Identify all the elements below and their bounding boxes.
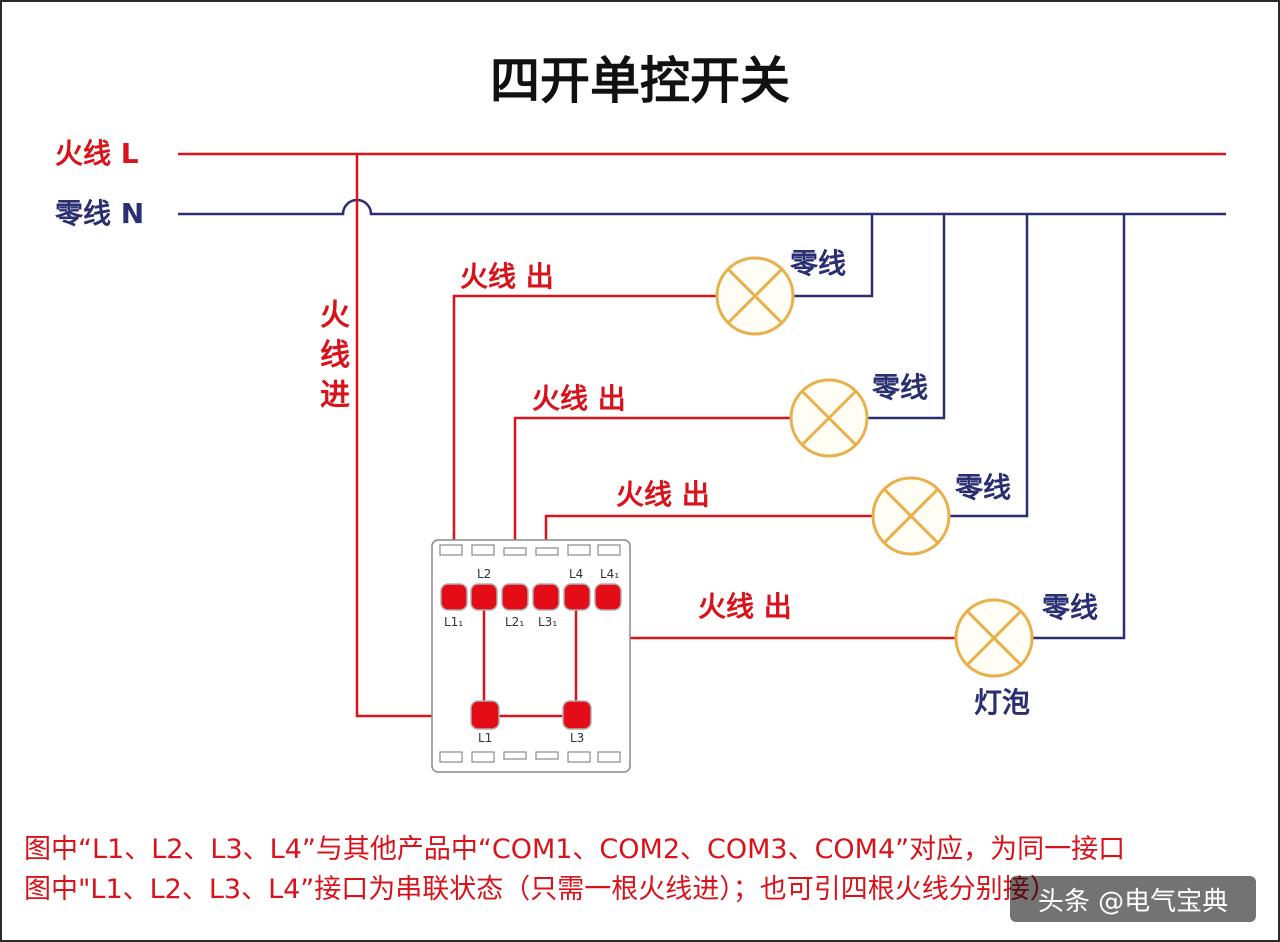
live-out-label-3: 火线 出 — [616, 478, 710, 511]
terminal-label-bottom-1: L1 — [478, 731, 492, 745]
diagram-title: 四开单控开关 — [490, 52, 790, 110]
live-line-label: 火线 L — [55, 137, 139, 170]
terminal-label-3: L2₁ — [505, 615, 524, 629]
neutral-wire-3 — [950, 214, 1029, 518]
bulb-label: 灯泡 — [974, 686, 1030, 719]
live-out-wire-2 — [513, 416, 790, 588]
four-gang-switch: L1₁ L2 L2₁ L3₁ L4 L4₁ L1 L3 — [431, 539, 631, 773]
live-in-label-char-3: 进 — [320, 378, 350, 413]
terminal-L4-top — [563, 583, 591, 611]
live-out-wire-1 — [452, 294, 716, 588]
watermark: 头条 @电气宝典 — [1010, 876, 1256, 922]
bulb-neutral-label-4: 零线 — [1042, 591, 1098, 624]
live-in-label-char-2: 线 — [320, 338, 350, 373]
terminal-L2-top — [470, 583, 498, 611]
live-out-label-2: 火线 出 — [532, 382, 626, 415]
terminal-label-1: L1₁ — [444, 615, 463, 629]
neutral-wire-4 — [1032, 214, 1126, 640]
neutral-line-label: 零线 N — [55, 197, 144, 230]
terminal-L2-out — [501, 583, 529, 611]
bulb-2 — [789, 378, 869, 458]
note-line-2: 图中"L1、L2、L3、L4”接口为串联状态（只需一根火线进）；也可引四根火线分… — [24, 874, 1057, 905]
live-out-label-4: 火线 出 — [698, 590, 792, 623]
terminal-L4-out — [594, 583, 622, 611]
watermark-text: 头条 @电气宝典 — [1038, 887, 1228, 917]
neutral-wire-1 — [794, 214, 874, 298]
bulb-3 — [871, 476, 951, 556]
live-out-label-1: 火线 出 — [460, 260, 554, 293]
note-line-1: 图中“L1、L2、L3、L4”与其他产品中“COM1、COM2、COM3、COM… — [24, 834, 1125, 865]
terminal-L3-out — [532, 583, 560, 611]
terminal-label-bottom-2: L3 — [570, 731, 584, 745]
bulb-4 — [954, 598, 1034, 678]
terminal-L3-bottom — [562, 700, 592, 730]
terminal-label-5: L4 — [569, 567, 583, 581]
neutral-wire-2 — [868, 214, 946, 420]
bulb-neutral-label-3: 零线 — [955, 471, 1011, 504]
terminal-label-2: L2 — [477, 567, 491, 581]
neutral-line — [178, 198, 1226, 216]
bulb-1 — [715, 256, 795, 336]
terminal-label-6: L4₁ — [600, 567, 619, 581]
bulb-neutral-label-2: 零线 — [872, 371, 928, 404]
terminal-L1-bottom — [470, 700, 500, 730]
live-in-label-char-1: 火 — [320, 298, 350, 333]
terminal-L1-top — [440, 583, 468, 611]
terminal-label-4: L3₁ — [538, 615, 557, 629]
bulb-neutral-label-1: 零线 — [790, 247, 846, 280]
